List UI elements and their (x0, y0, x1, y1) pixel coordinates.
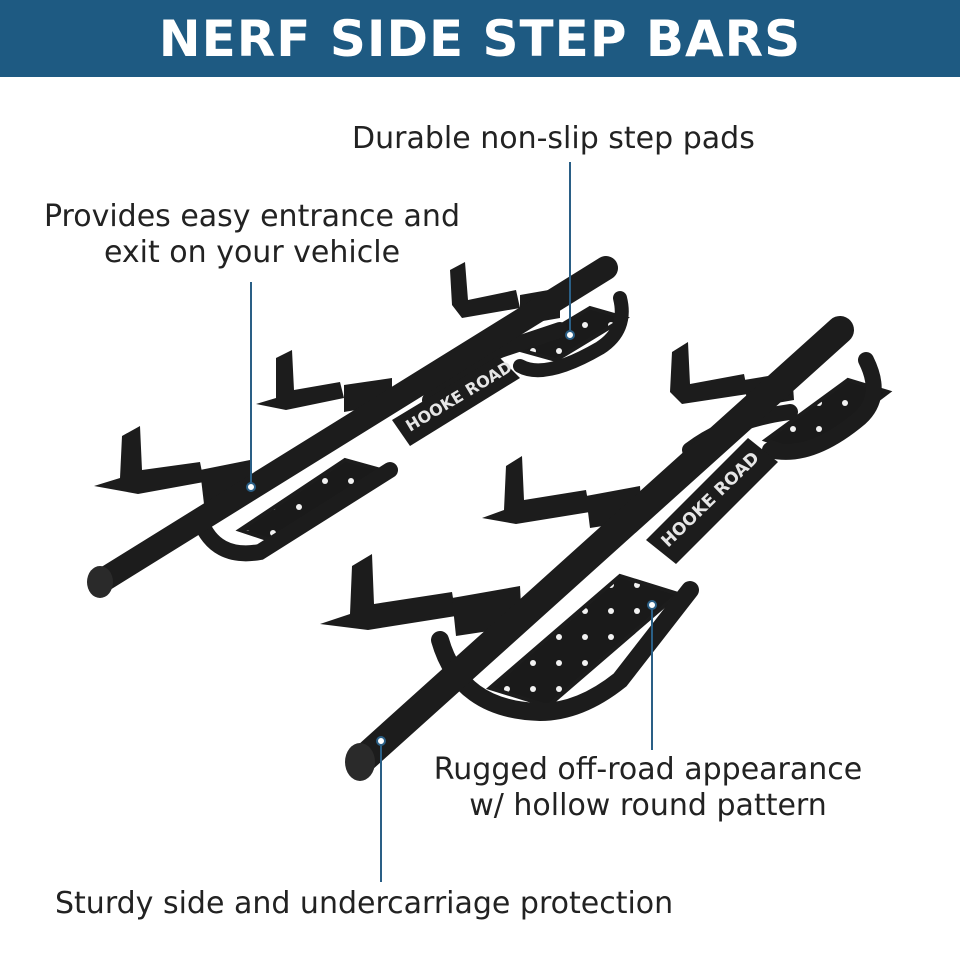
leader-dot-entrance (246, 482, 256, 492)
leader-line-entrance (250, 282, 252, 486)
callout-entrance-line2: exit on your vehicle (103, 235, 401, 270)
callout-entrance-line1: Provides easy entrance and (43, 199, 460, 234)
leader-dot-step-pads (565, 330, 575, 340)
callout-protection: Sturdy side and undercarriage protection (55, 886, 674, 921)
page-title: NERF SIDE STEP BARS (158, 9, 802, 68)
main-tube (346, 316, 854, 776)
callout-appearance-line2: w/ hollow round pattern (469, 788, 827, 823)
leader-line-protection (380, 746, 382, 882)
leader-line-step-pads (569, 162, 571, 330)
tube-end (87, 566, 113, 598)
callout-step-pads: Durable non-slip step pads (352, 121, 755, 156)
callout-appearance: Rugged off-road appearance w/ hollow rou… (418, 752, 878, 824)
rear-step-bar (87, 256, 630, 598)
callout-entrance: Provides easy entrance and exit on your … (28, 199, 476, 271)
leader-line-appearance (651, 608, 653, 750)
lower-loop (762, 352, 882, 460)
leader-dot-protection (376, 736, 386, 746)
logo-plate (646, 438, 778, 564)
main-tube (88, 256, 618, 594)
mounting-bracket (320, 554, 522, 636)
logo-plate (392, 356, 520, 446)
front-step-bar (320, 316, 893, 781)
lower-loop (513, 291, 629, 378)
title-banner: NERF SIDE STEP BARS (0, 0, 960, 77)
leader-dot-appearance (647, 600, 657, 610)
callout-appearance-line1: Rugged off-road appearance (433, 752, 863, 787)
tube-end (345, 743, 375, 781)
